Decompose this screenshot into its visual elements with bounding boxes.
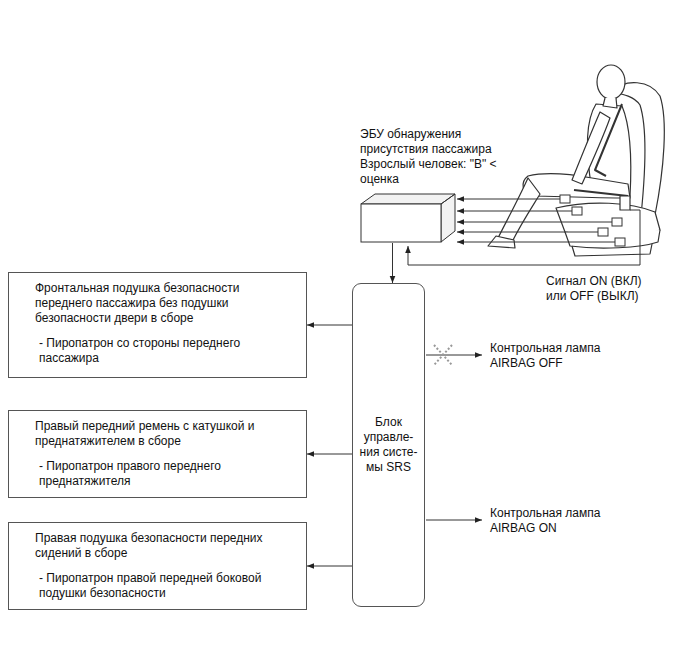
seated-passenger	[488, 65, 664, 256]
signal-arrow	[307, 454, 352, 455]
component-name: Фронтальная подушка безопасности передне…	[35, 281, 296, 326]
component-name: Правая подушка безопасности передних сид…	[35, 531, 296, 561]
control-unit-box: Блок управле- ния систе- мы SRS	[352, 283, 425, 607]
lamp-signal-line	[426, 355, 482, 520]
component-name: Блок управле- ния систе- мы SRS	[356, 415, 421, 475]
signal-arrow	[392, 243, 393, 283]
component-name: Правый передний ремень с катушкой и пред…	[35, 419, 296, 449]
ecu-heading: ЭБУ обнаружения присутствия пассажира Вз…	[360, 127, 500, 187]
signal-arrow	[307, 566, 352, 567]
component-detail: - Пиропатрон со стороны переднего пассаж…	[35, 336, 296, 366]
component-box: Правая подушка безопасности передних сид…	[8, 522, 307, 610]
component-box: Правый передний ремень с катушкой и пред…	[8, 410, 307, 498]
lamp-label: Контрольная лампа AIRBAG OFF	[490, 341, 618, 371]
component-detail: - Пиропатрон правого переднего преднатяж…	[35, 459, 296, 489]
sensor-signal-line	[457, 199, 615, 242]
ecu-block-shape	[360, 193, 456, 243]
component-box: Фронтальная подушка безопасности передне…	[8, 272, 307, 378]
blocked-signal-cross	[434, 345, 452, 365]
signal-arrow	[307, 325, 352, 326]
component-detail: - Пиропатрон правой передней боковой под…	[35, 571, 296, 601]
weight-sensor	[560, 195, 625, 246]
lamp-label: Контрольная лампа AIRBAG ON	[490, 506, 618, 536]
ecu-box: ЭБУ обнаружения присутствия пассажира Вз…	[360, 127, 500, 243]
signal-label: Сигнал ON (ВКЛ) или OFF (ВЫКЛ)	[546, 274, 654, 304]
